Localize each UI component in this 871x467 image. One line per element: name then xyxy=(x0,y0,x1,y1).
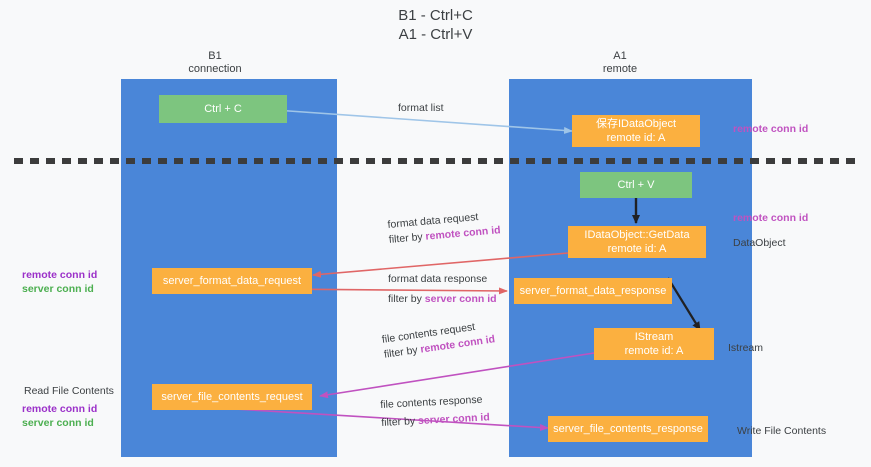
filter-prefix: filter by xyxy=(388,293,425,305)
node-server-format-data-response[interactable]: server_format_data_response xyxy=(514,278,672,304)
edge-label-file-contents-response: file contents response filter by server … xyxy=(380,392,490,431)
column-header-b1: B1 connection xyxy=(188,50,242,75)
note-left-server-conn-id: server conn id xyxy=(22,283,94,295)
note-left-remote-conn-id: remote conn id xyxy=(22,269,98,281)
node-server-format-data-request[interactable]: server_format_data_request xyxy=(152,268,312,294)
edge-label-file-contents-response-filter: filter by server conn id xyxy=(381,410,490,431)
edge-label-format-data-response: format data response filter by server co… xyxy=(388,272,497,307)
column-header-a1: A1 remote xyxy=(602,50,638,75)
node-server-file-contents-request[interactable]: server_file_contents_request xyxy=(152,384,312,410)
filter-value-server-conn-id: server conn id xyxy=(417,411,491,428)
edge-label-format-data-response-filter: filter by server conn id xyxy=(388,292,497,307)
node-istream[interactable]: IStream remote id: A xyxy=(594,328,714,360)
filter-prefix: filter by xyxy=(388,230,427,246)
node-server-file-contents-response[interactable]: server_file_contents_response xyxy=(548,416,708,442)
filter-prefix: filter by xyxy=(383,343,422,361)
note-left-read-file-contents: Read File Contents xyxy=(24,385,114,397)
note-left-server-conn-id-2: server conn id xyxy=(22,417,94,429)
note-left-remote-conn-id-2: remote conn id xyxy=(22,403,98,415)
node-save-idataobject[interactable]: 保存IDataObject remote id: A xyxy=(572,115,700,147)
note-right-dataobject: DataObject xyxy=(733,237,786,249)
edge-label-file-contents-response-text: file contents response xyxy=(380,393,483,411)
node-ctrl-c[interactable]: Ctrl + C xyxy=(159,95,287,123)
page-title: B1 - Ctrl+C A1 - Ctrl+V xyxy=(398,7,473,43)
note-right-write-file-contents: Write File Contents xyxy=(737,425,827,437)
note-right-remote-conn-id-mid: remote conn id xyxy=(733,212,809,224)
node-ctrl-v[interactable]: Ctrl + V xyxy=(580,172,692,198)
edge-label-format-data-request: format data request filter by remote con… xyxy=(387,208,501,248)
edge-label-file-contents-request: file contents request filter by remote c… xyxy=(381,317,496,362)
node-idataobject-getdata[interactable]: IDataObject::GetData remote id: A xyxy=(568,226,706,258)
edge-label-format-data-response-text: format data response xyxy=(388,273,488,285)
note-right-istream: Istream xyxy=(728,342,764,354)
filter-value-server-conn-id: server conn id xyxy=(424,293,497,305)
filter-prefix: filter by xyxy=(380,415,419,429)
note-right-remote-conn-id-top: remote conn id xyxy=(733,123,809,135)
edge-label-format-list: format list xyxy=(398,102,444,114)
